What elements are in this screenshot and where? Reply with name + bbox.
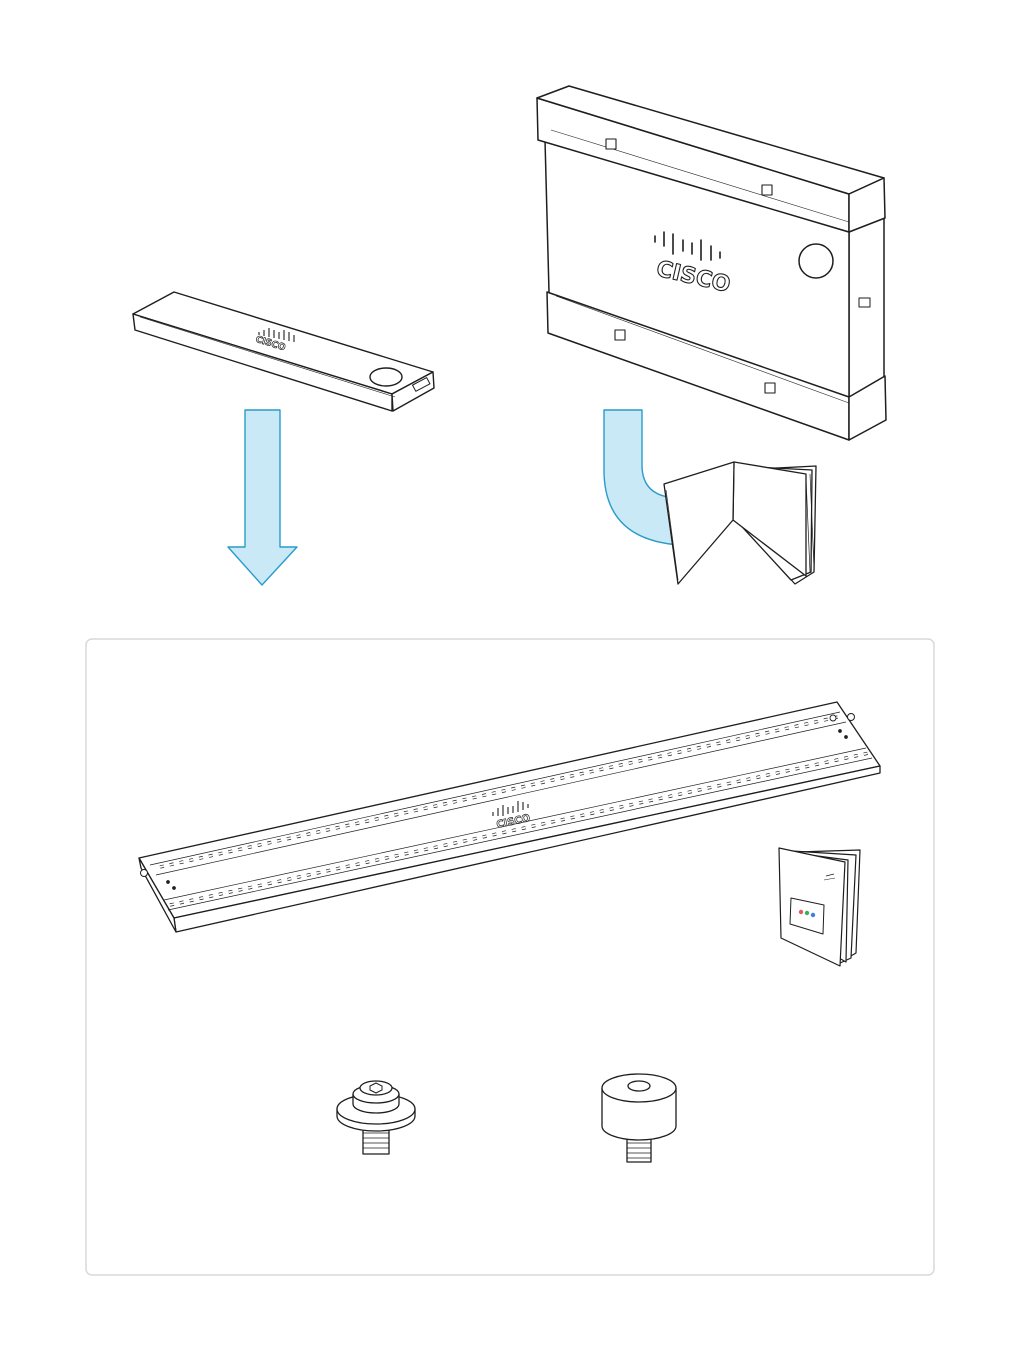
down-arrow-icon — [228, 410, 297, 585]
handle-hole-icon — [606, 139, 616, 149]
led-green-icon — [805, 911, 809, 915]
side-slot-icon — [859, 298, 870, 307]
handle-hole-icon — [765, 383, 775, 393]
video-bar-device: CISCO — [133, 292, 434, 411]
booklet-icon — [664, 462, 816, 584]
led-red-icon — [799, 910, 803, 914]
round-hole-icon — [799, 244, 833, 278]
cap-hole-icon — [628, 1081, 650, 1091]
led-blue-icon — [811, 913, 815, 917]
shipping-box: CISCO — [537, 86, 886, 440]
handle-hole-icon — [762, 185, 772, 195]
handle-hole-icon — [615, 330, 625, 340]
camera-lens-icon — [370, 368, 402, 386]
